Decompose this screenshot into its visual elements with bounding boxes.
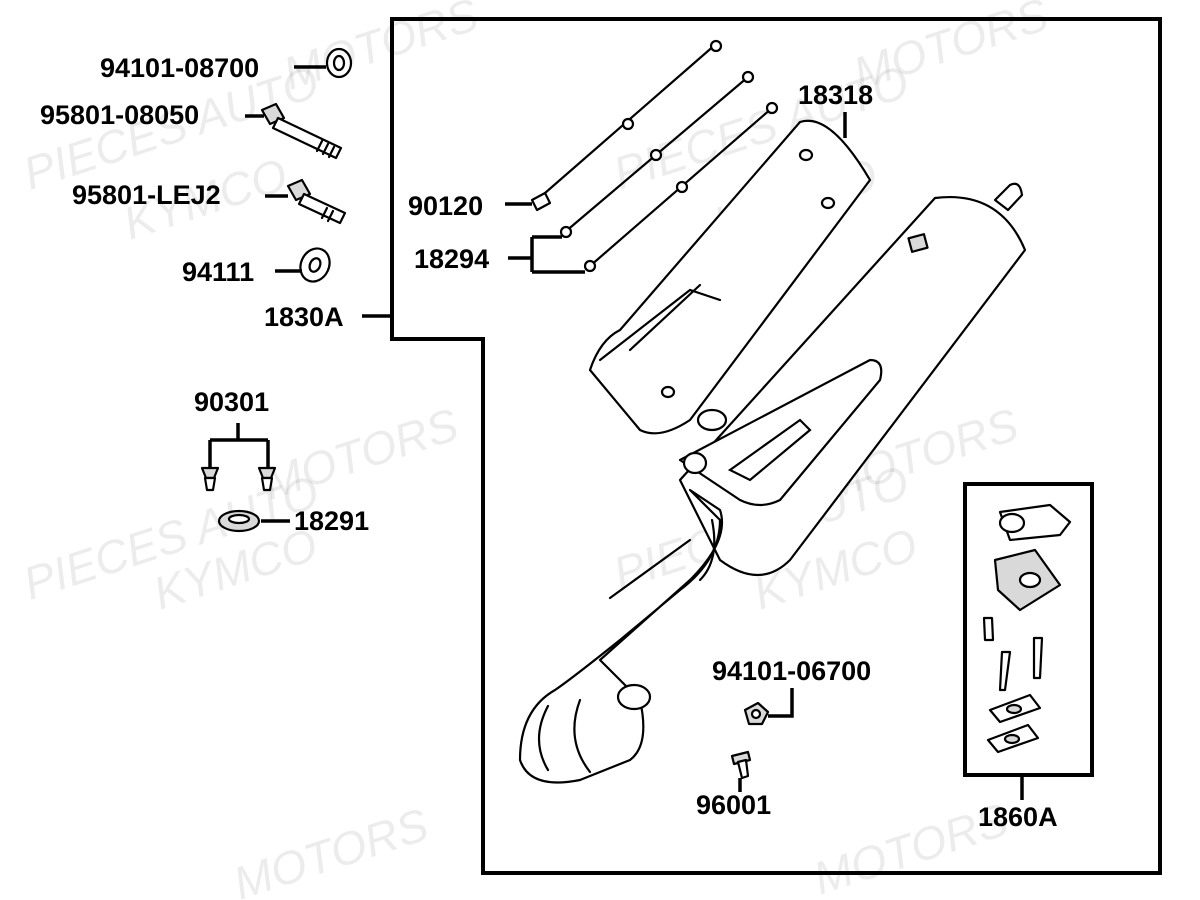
- label-94101-08700: 94101-08700: [100, 53, 259, 83]
- stay-rods-icon: [530, 39, 779, 273]
- watermark-motors: MOTORS: [227, 798, 435, 900]
- label-94101-06700: 94101-06700: [712, 656, 871, 686]
- label-90120: 90120: [408, 191, 483, 221]
- heat-shield-18318-icon: [588, 119, 872, 435]
- label-1860a: 1860A: [978, 802, 1058, 832]
- muffler-bracket-icon: [678, 358, 883, 507]
- assembly-1830a-outline: [390, 17, 1162, 875]
- part-labels: 94101-08700 95801-08050 95801-LEJ2 94111…: [40, 53, 1058, 832]
- bolts-1860a-icon: [982, 616, 1044, 692]
- label-96001: 96001: [696, 790, 771, 820]
- watermark-motors: MOTORS: [277, 0, 485, 100]
- joint-1860a-top-icon: [998, 503, 1072, 542]
- label-95801-08050: 95801-08050: [40, 100, 199, 130]
- label-94111: 94111: [182, 257, 254, 287]
- label-90301: 90301: [194, 387, 269, 417]
- washer-94101-08700-icon: [325, 47, 353, 79]
- leader-lines: [208, 65, 1024, 800]
- gaskets-1860a-icon: [986, 693, 1042, 754]
- label-18294: 18294: [414, 244, 489, 274]
- bolt-95801-lej2-icon: [286, 178, 347, 225]
- bolt-95801-08050-icon: [260, 102, 343, 160]
- label-18291: 18291: [294, 506, 369, 536]
- assembly-1860a-box: [963, 482, 1094, 777]
- nut-94101-06700-icon: [743, 701, 770, 726]
- watermark-motors: MOTORS: [847, 0, 1055, 100]
- label-18318: 18318: [798, 80, 873, 110]
- label-95801-lej2: 95801-LEJ2: [72, 180, 221, 210]
- label-1830a: 1830A: [264, 302, 344, 332]
- flange-1860a-icon: [993, 548, 1062, 612]
- watermark-motors: MOTORS: [257, 398, 465, 510]
- rivet-90301-right-icon: [257, 466, 277, 492]
- exhaust-pipe-icon: [518, 488, 724, 784]
- bolt-96001-icon: [730, 750, 752, 780]
- rivet-90301-left-icon: [200, 466, 220, 492]
- washer-94111-icon: [299, 247, 331, 283]
- gasket-18291-icon: [217, 509, 261, 533]
